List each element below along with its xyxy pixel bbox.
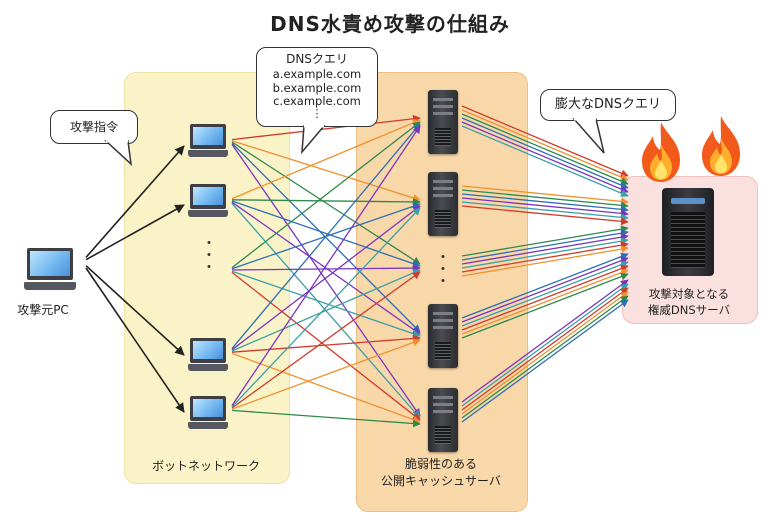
- arrow-line: [461, 252, 629, 319]
- arrow-line: [461, 299, 629, 423]
- cache-server-label: 脆弱性のある 公開キャッシュサーバ: [356, 456, 526, 490]
- arrow-line: [461, 260, 629, 327]
- cache-label-line1: 脆弱性のある: [404, 457, 477, 471]
- botnet-ellipsis: ・ ・ ・: [202, 236, 216, 276]
- arrow-line: [461, 287, 629, 411]
- arrow-line: [231, 144, 421, 417]
- arrow-line: [231, 352, 421, 424]
- arrow-line: [461, 245, 629, 277]
- arrow-line: [231, 271, 421, 409]
- arrow-line: [461, 237, 629, 269]
- arrow-line: [231, 140, 421, 202]
- tower-server-icon: [428, 90, 458, 154]
- arrow-line: [231, 198, 421, 206]
- arrow-line: [461, 256, 629, 323]
- arrow-line: [231, 409, 421, 428]
- arrow-line: [461, 117, 629, 189]
- tower-server-icon: [428, 172, 458, 236]
- arrow-line: [231, 271, 421, 421]
- huge-query-bubble-tail: [572, 117, 605, 154]
- arrow-line: [461, 291, 629, 415]
- arrow-line: [85, 267, 185, 413]
- bot-pc-icon: [188, 396, 228, 430]
- arrow-line: [231, 114, 421, 141]
- arrow-line: [461, 233, 629, 265]
- arrow-line: [461, 264, 629, 331]
- arrow-line: [231, 200, 421, 268]
- arrow-line: [461, 197, 629, 218]
- dns-query-line: a.example.com: [272, 67, 362, 81]
- dns-query-bubble-tail: [301, 124, 326, 154]
- arrow-line: [231, 201, 421, 335]
- arrow-line: [461, 109, 629, 181]
- tower-server-icon: [428, 388, 458, 452]
- arrow-line: [231, 121, 421, 269]
- page-title: DNS水責め攻撃の仕組み: [270, 12, 510, 36]
- arrow-line: [231, 205, 421, 351]
- arrow-line: [231, 264, 421, 272]
- dns-query-title: DNSクエリ: [286, 52, 348, 66]
- arrow-line: [461, 205, 629, 226]
- command-bubble: 攻撃指令: [50, 110, 138, 144]
- bot-pc-icon: [188, 338, 228, 372]
- arrow-line: [231, 270, 421, 338]
- arrow-line: [231, 334, 421, 353]
- attacker-label: 攻撃元PC: [17, 303, 69, 317]
- arrow-line: [85, 204, 185, 261]
- arrow-line: [461, 185, 629, 206]
- dns-query-bubble: DNSクエリ a.example.com b.example.com c.exa…: [256, 47, 378, 127]
- flame-icon: [702, 116, 740, 176]
- arrow-line: [461, 121, 629, 193]
- nas-server-icon: [662, 188, 714, 276]
- arrow-line: [461, 201, 629, 222]
- arrow-line: [461, 241, 629, 273]
- bot-pc-icon: [188, 184, 228, 218]
- target-label: 攻撃対象となる 権威DNSサーバ: [622, 286, 756, 318]
- arrow-line: [461, 229, 629, 261]
- arrow-line: [461, 279, 629, 403]
- target-label-line1: 攻撃対象となる: [648, 287, 730, 301]
- arrow-line: [461, 295, 629, 419]
- arrow-line: [461, 189, 629, 210]
- arrow-line: [231, 269, 421, 352]
- arrow-line: [231, 141, 421, 265]
- arrow-line: [231, 207, 421, 408]
- arrow-line: [461, 268, 629, 335]
- arrow-line: [231, 123, 421, 350]
- bot-pc-icon: [188, 124, 228, 158]
- arrow-line: [85, 145, 185, 258]
- arrow-line: [85, 265, 185, 356]
- arrow-line: [461, 105, 629, 177]
- target-label-line2: 権威DNSサーバ: [647, 303, 731, 317]
- huge-query-bubble: 膨大なDNSクエリ: [540, 89, 676, 121]
- dns-query-more: ⋮: [311, 106, 323, 120]
- arrow-line: [461, 193, 629, 214]
- arrow-line: [461, 272, 629, 339]
- flame-icon: [642, 122, 680, 182]
- cache-label-line2: 公開キャッシュサーバ: [381, 474, 501, 488]
- arrow-line: [231, 125, 421, 406]
- attacker-pc-icon: [24, 248, 76, 292]
- dns-query-line: b.example.com: [272, 80, 362, 95]
- botnet-label: ボットネットワーク: [151, 459, 260, 473]
- dns-query-line: c.example.com: [273, 94, 361, 108]
- arrow-line: [461, 283, 629, 407]
- arrow-line: [461, 225, 629, 257]
- arrow-line: [231, 338, 421, 410]
- tower-server-icon: [428, 304, 458, 368]
- cache-ellipsis: ・ ・ ・: [436, 250, 450, 290]
- arrow-line: [231, 119, 421, 200]
- command-bubble-tail: [104, 140, 133, 166]
- arrow-line: [461, 125, 629, 197]
- arrow-line: [461, 113, 629, 185]
- arrow-line: [231, 142, 421, 333]
